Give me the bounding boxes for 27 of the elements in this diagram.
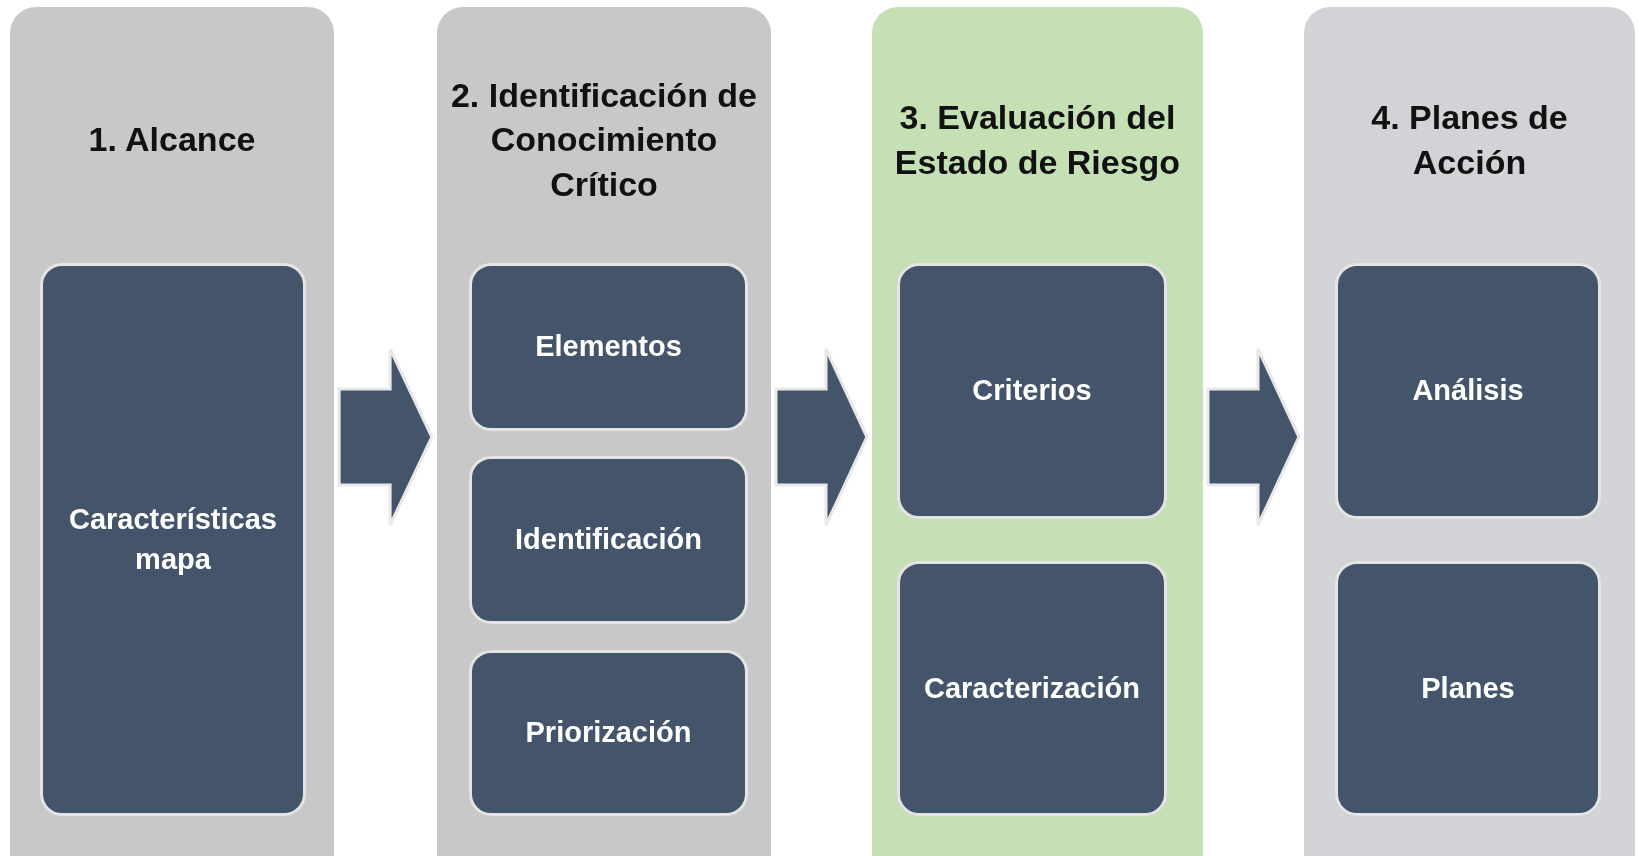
step-label: Elementos — [534, 329, 683, 365]
step-box — [469, 263, 748, 431]
stage-heading: 3. Evaluación del Estado de Riesgo — [893, 97, 1182, 183]
block-arrow — [774, 347, 869, 527]
step-box — [1335, 263, 1601, 519]
step-box — [469, 650, 748, 816]
block-arrow — [337, 347, 434, 527]
stage-column — [872, 7, 1203, 856]
step-label: Priorización — [524, 715, 693, 751]
stage-column — [437, 7, 771, 856]
step-box — [1335, 561, 1601, 816]
step-box — [897, 561, 1167, 816]
step-label: Planes — [1420, 670, 1516, 706]
block-arrow — [1206, 347, 1301, 527]
stage-heading: 1. Alcance — [88, 119, 256, 161]
step-label: Criterios — [971, 373, 1093, 409]
step-box — [469, 456, 748, 624]
stage-heading: 4. Planes de Acción — [1370, 97, 1569, 183]
step-label: Caracterización — [923, 670, 1141, 706]
step-label: Identificación — [514, 522, 703, 558]
step-box — [40, 263, 306, 816]
stage-heading: 2. Identificación de Conocimiento Crítico — [449, 75, 759, 205]
step-label: Análisis — [1411, 373, 1525, 409]
stage-column — [1304, 7, 1635, 856]
step-label: Características mapa — [68, 502, 278, 577]
step-box — [897, 263, 1167, 519]
stage-column — [10, 7, 334, 856]
